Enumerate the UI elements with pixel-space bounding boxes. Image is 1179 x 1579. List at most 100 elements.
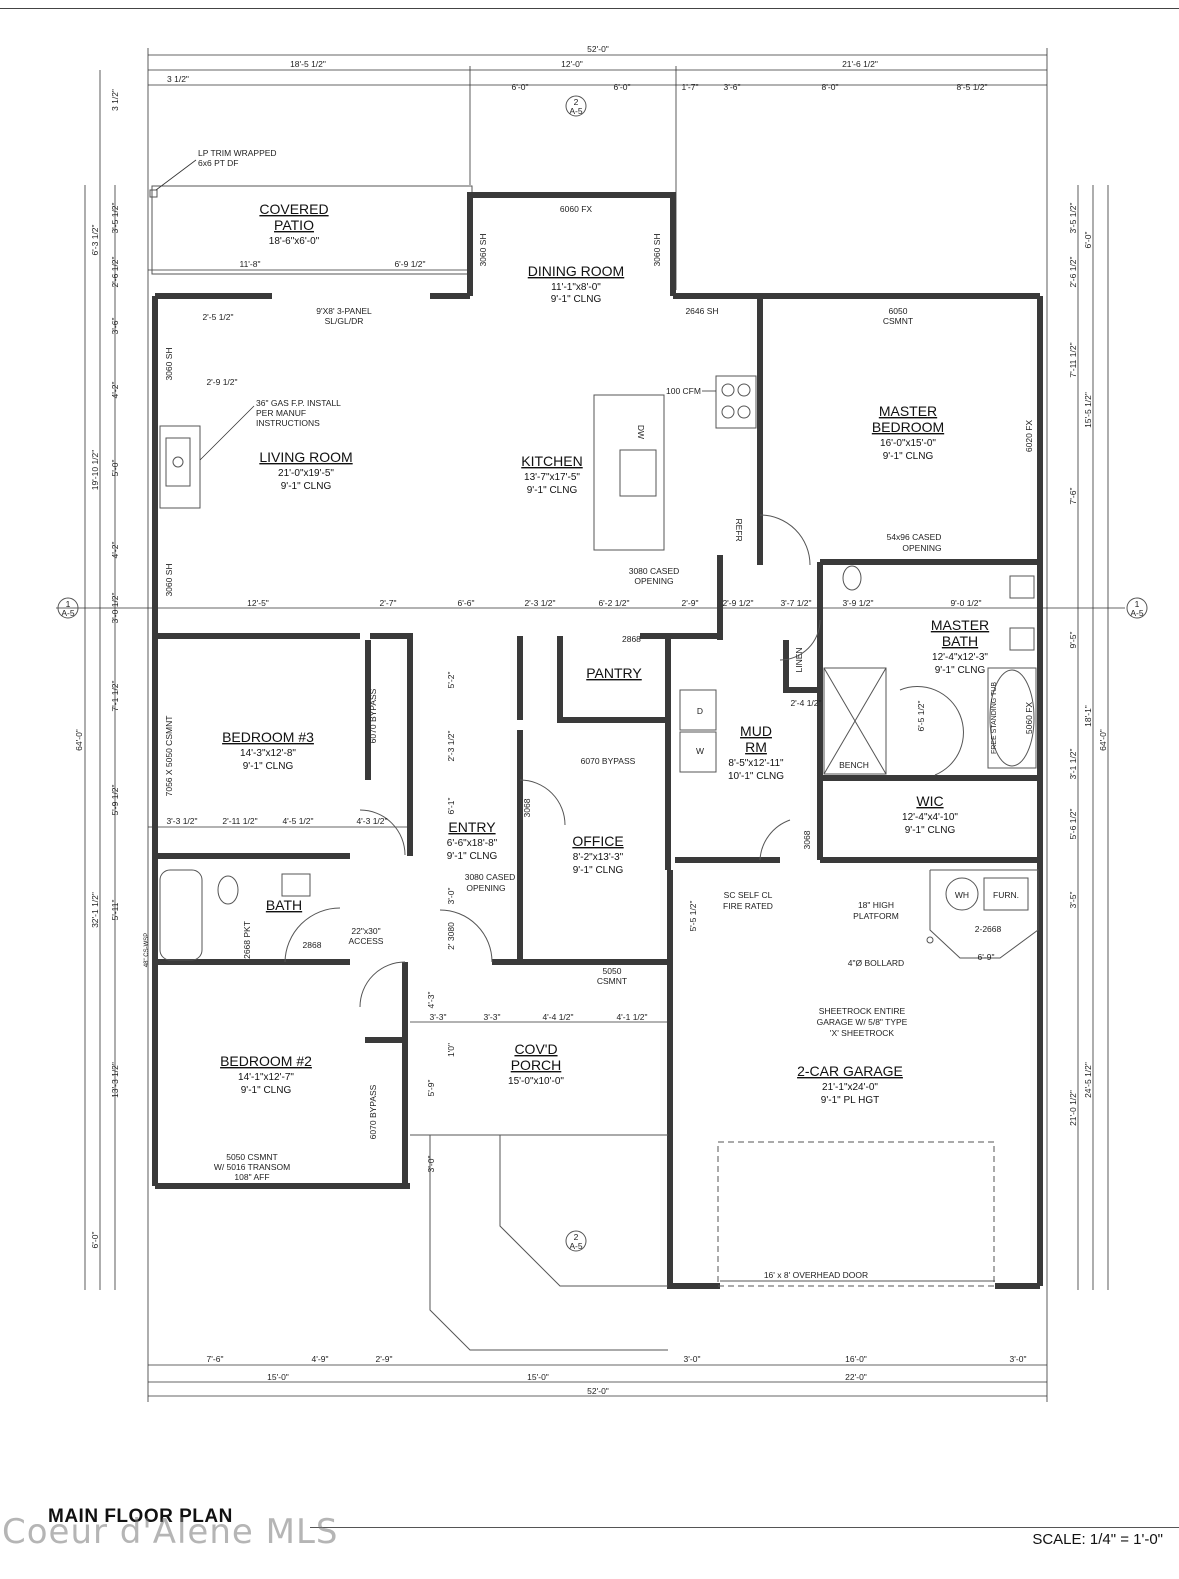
- dim-mid-i: 3'-9 1/2": [842, 598, 873, 608]
- dim-left-g: 19'-10 1/2": [90, 450, 100, 491]
- dim-left-a: 3 1/2": [110, 89, 120, 111]
- note-platform-2: PLATFORM: [853, 911, 899, 921]
- mud-clng: 10'-1" CLNG: [728, 771, 784, 782]
- bedroom2-dims: 14'-1"x12'-7": [238, 1072, 294, 1083]
- dim-mid-d: 2'-3 1/2": [524, 598, 555, 608]
- dining-name: DINING ROOM: [528, 263, 624, 279]
- dim-mid-l: 2'-11 1/2": [222, 816, 257, 826]
- dim-mid-f: 2'-9": [682, 598, 699, 608]
- master-bath-name-2: BATH: [942, 633, 978, 649]
- dim-left-l: 64'-0": [74, 729, 84, 751]
- dim-left-o: 5'-11": [110, 899, 120, 920]
- note-furn: FURN.: [993, 890, 1019, 900]
- footer-rule: [310, 1527, 1179, 1528]
- section-marker-top-sheet: A-5: [569, 106, 583, 116]
- dim-inner-e: 3'-0": [446, 888, 456, 905]
- note-window-6060: 6060 FX: [560, 204, 592, 214]
- note-lp-trim-2: 6x6 PT DF: [198, 158, 238, 168]
- note-sheetrock-1: SHEETROCK ENTIRE: [819, 1006, 906, 1016]
- note-bollard: 4"Ø BOLLARD: [848, 958, 904, 968]
- note-window-2646: 2646 SH: [685, 306, 718, 316]
- dim-right-c: 2'-6 1/2": [1068, 256, 1078, 287]
- dim-right-p: 5'-5 1/2": [688, 900, 698, 931]
- note-window-csmnt: CSMNT: [883, 316, 913, 326]
- note-pkt-door: 2668 PKT: [242, 921, 252, 959]
- mid-dimensions: 12'-5" 2'-7" 6'-6" 2'-3 1/2" 6'-2 1/2" 2…: [166, 598, 994, 1022]
- garage-name: 2-CAR GARAGE: [797, 1063, 903, 1079]
- dim-bottom-c: 2'-9": [376, 1354, 393, 1364]
- dim-inner-d: 2' 3080: [446, 922, 456, 950]
- section-marker-left: 1 A-5: [57, 597, 79, 619]
- note-bench: BENCH: [839, 760, 869, 770]
- dim-bottom-g: 15'-0": [267, 1372, 289, 1382]
- note-window-3060-c: 3060 SH: [164, 347, 174, 380]
- note-door-22668: 2-2668: [975, 924, 1002, 934]
- note-bypass-3: 6070 BYPASS: [368, 1084, 378, 1139]
- wic-dims: 12'-4"x4'-10": [902, 812, 958, 823]
- dim-top-j: 8'-5 1/2": [956, 82, 987, 92]
- entry-dims: 6'-6"x18'-8": [447, 838, 498, 849]
- dim-right-i: 64'-0": [1098, 729, 1108, 751]
- dim-bottom-f: 3'-0": [1010, 1354, 1027, 1364]
- dimension-lines: [56, 48, 1125, 1402]
- dim-inner-b: 2'-3 1/2": [446, 730, 456, 761]
- dim-bottom-overall: 52'-0": [587, 1386, 609, 1396]
- bottom-dimensions: 7'-6" 4'-9" 2'-9" 3'-0" 16'-0" 3'-0" 15'…: [207, 1354, 1027, 1396]
- note-sc-2: FIRE RATED: [723, 901, 773, 911]
- dim-mid-b: 2'-7": [380, 598, 397, 608]
- dim-top-k: 11'-8": [239, 259, 260, 269]
- section-marker-right-num: 1: [1135, 599, 1140, 609]
- dim-mid-a: 12'-5": [247, 598, 269, 608]
- note-dryer: D: [697, 706, 703, 716]
- note-cfm: 100 CFM: [666, 386, 701, 396]
- note-csmnt-1: 5050 CSMNT: [226, 1152, 278, 1162]
- kitchen-dims: 13'-7"x17'-5": [524, 472, 580, 483]
- dim-top-h: 3'-6": [724, 82, 741, 92]
- note-access-size: 22"x30": [351, 926, 380, 936]
- porch-dims: 15'-0"x10'-0": [508, 1076, 564, 1087]
- dim-right-n: 21'-0 1/2": [1068, 1090, 1078, 1126]
- wic-name: WIC: [916, 793, 943, 809]
- section-marker-left-sheet: A-5: [61, 608, 75, 618]
- note-access: ACCESS: [349, 936, 384, 946]
- note-slider-2: SL/GL/DR: [325, 316, 364, 326]
- top-border-line: [0, 8, 1179, 9]
- master-bed-dims: 16'-0"x15'-0": [880, 438, 936, 449]
- room-labels: COVERED PATIO 18'-6"x6'-0" DINING ROOM 1…: [220, 201, 989, 1106]
- dim-right-e: 15'-5 1/2": [1083, 392, 1093, 428]
- note-cased1-2: OPENING: [634, 576, 673, 586]
- master-bath-name-1: MASTER: [931, 617, 989, 633]
- mud-dims: 8'-5"x12'-11": [728, 758, 784, 769]
- left-dimensions: 3 1/2" 6'-3 1/2" 3'-5 1/2" 2'-6 1/2" 3'-…: [74, 89, 120, 1248]
- kitchen-clng: 9'-1" CLNG: [527, 485, 578, 496]
- dim-mid-g: 2'-9 1/2": [722, 598, 753, 608]
- dim-mid-p: 3'-3": [484, 1012, 501, 1022]
- dim-inner-g: 1'0": [446, 1043, 456, 1057]
- plan-title: MAIN FLOOR PLAN: [48, 1506, 233, 1527]
- note-washer: W: [696, 746, 704, 756]
- dim-top-f: 6'-0": [614, 82, 631, 92]
- section-marker-right-sheet: A-5: [1130, 608, 1144, 618]
- dim-inner-a: 5'-2": [446, 672, 456, 689]
- note-slider-1: 9'X8' 3-PANEL: [316, 306, 372, 316]
- dim-overall-top: 52'-0": [587, 44, 609, 54]
- note-window-3060-a: 3060 SH: [478, 233, 488, 266]
- dim-right-g: 9'-5": [1068, 632, 1078, 649]
- section-marker-top-num: 2: [574, 97, 579, 107]
- note-sc-1: SC SELF CL: [724, 890, 773, 900]
- note-window-5060: 5060 FX: [1024, 702, 1034, 734]
- dim-top-g: 1'-7": [682, 82, 699, 92]
- note-lp-trim-1: LP TRIM WRAPPED: [198, 148, 277, 158]
- dim-left-k: 7'-1 1/2": [110, 680, 120, 711]
- porch-name-1: COV'D: [514, 1041, 557, 1057]
- dim-mid-h: 3'-7 1/2": [780, 598, 811, 608]
- dim-right-d: 7'-11 1/2": [1068, 342, 1078, 377]
- note-csmnt-2: W/ 5016 TRANSOM: [214, 1162, 290, 1172]
- dim-mid-r: 4'-1 1/2": [616, 1012, 647, 1022]
- master-bed-name-2: BEDROOM: [872, 419, 944, 435]
- dim-mid-m: 4'-5 1/2": [282, 816, 313, 826]
- dim-inner-i: 3'-0": [426, 1156, 436, 1173]
- floor-plan-drawing: 2 A-5 2 A-5 1 A-5 1 A-5 52'-0" 18'-5 1/2…: [56, 44, 1148, 1402]
- dim-left-d: 2'-6 1/2": [110, 256, 120, 287]
- note-dw: DW: [636, 425, 646, 439]
